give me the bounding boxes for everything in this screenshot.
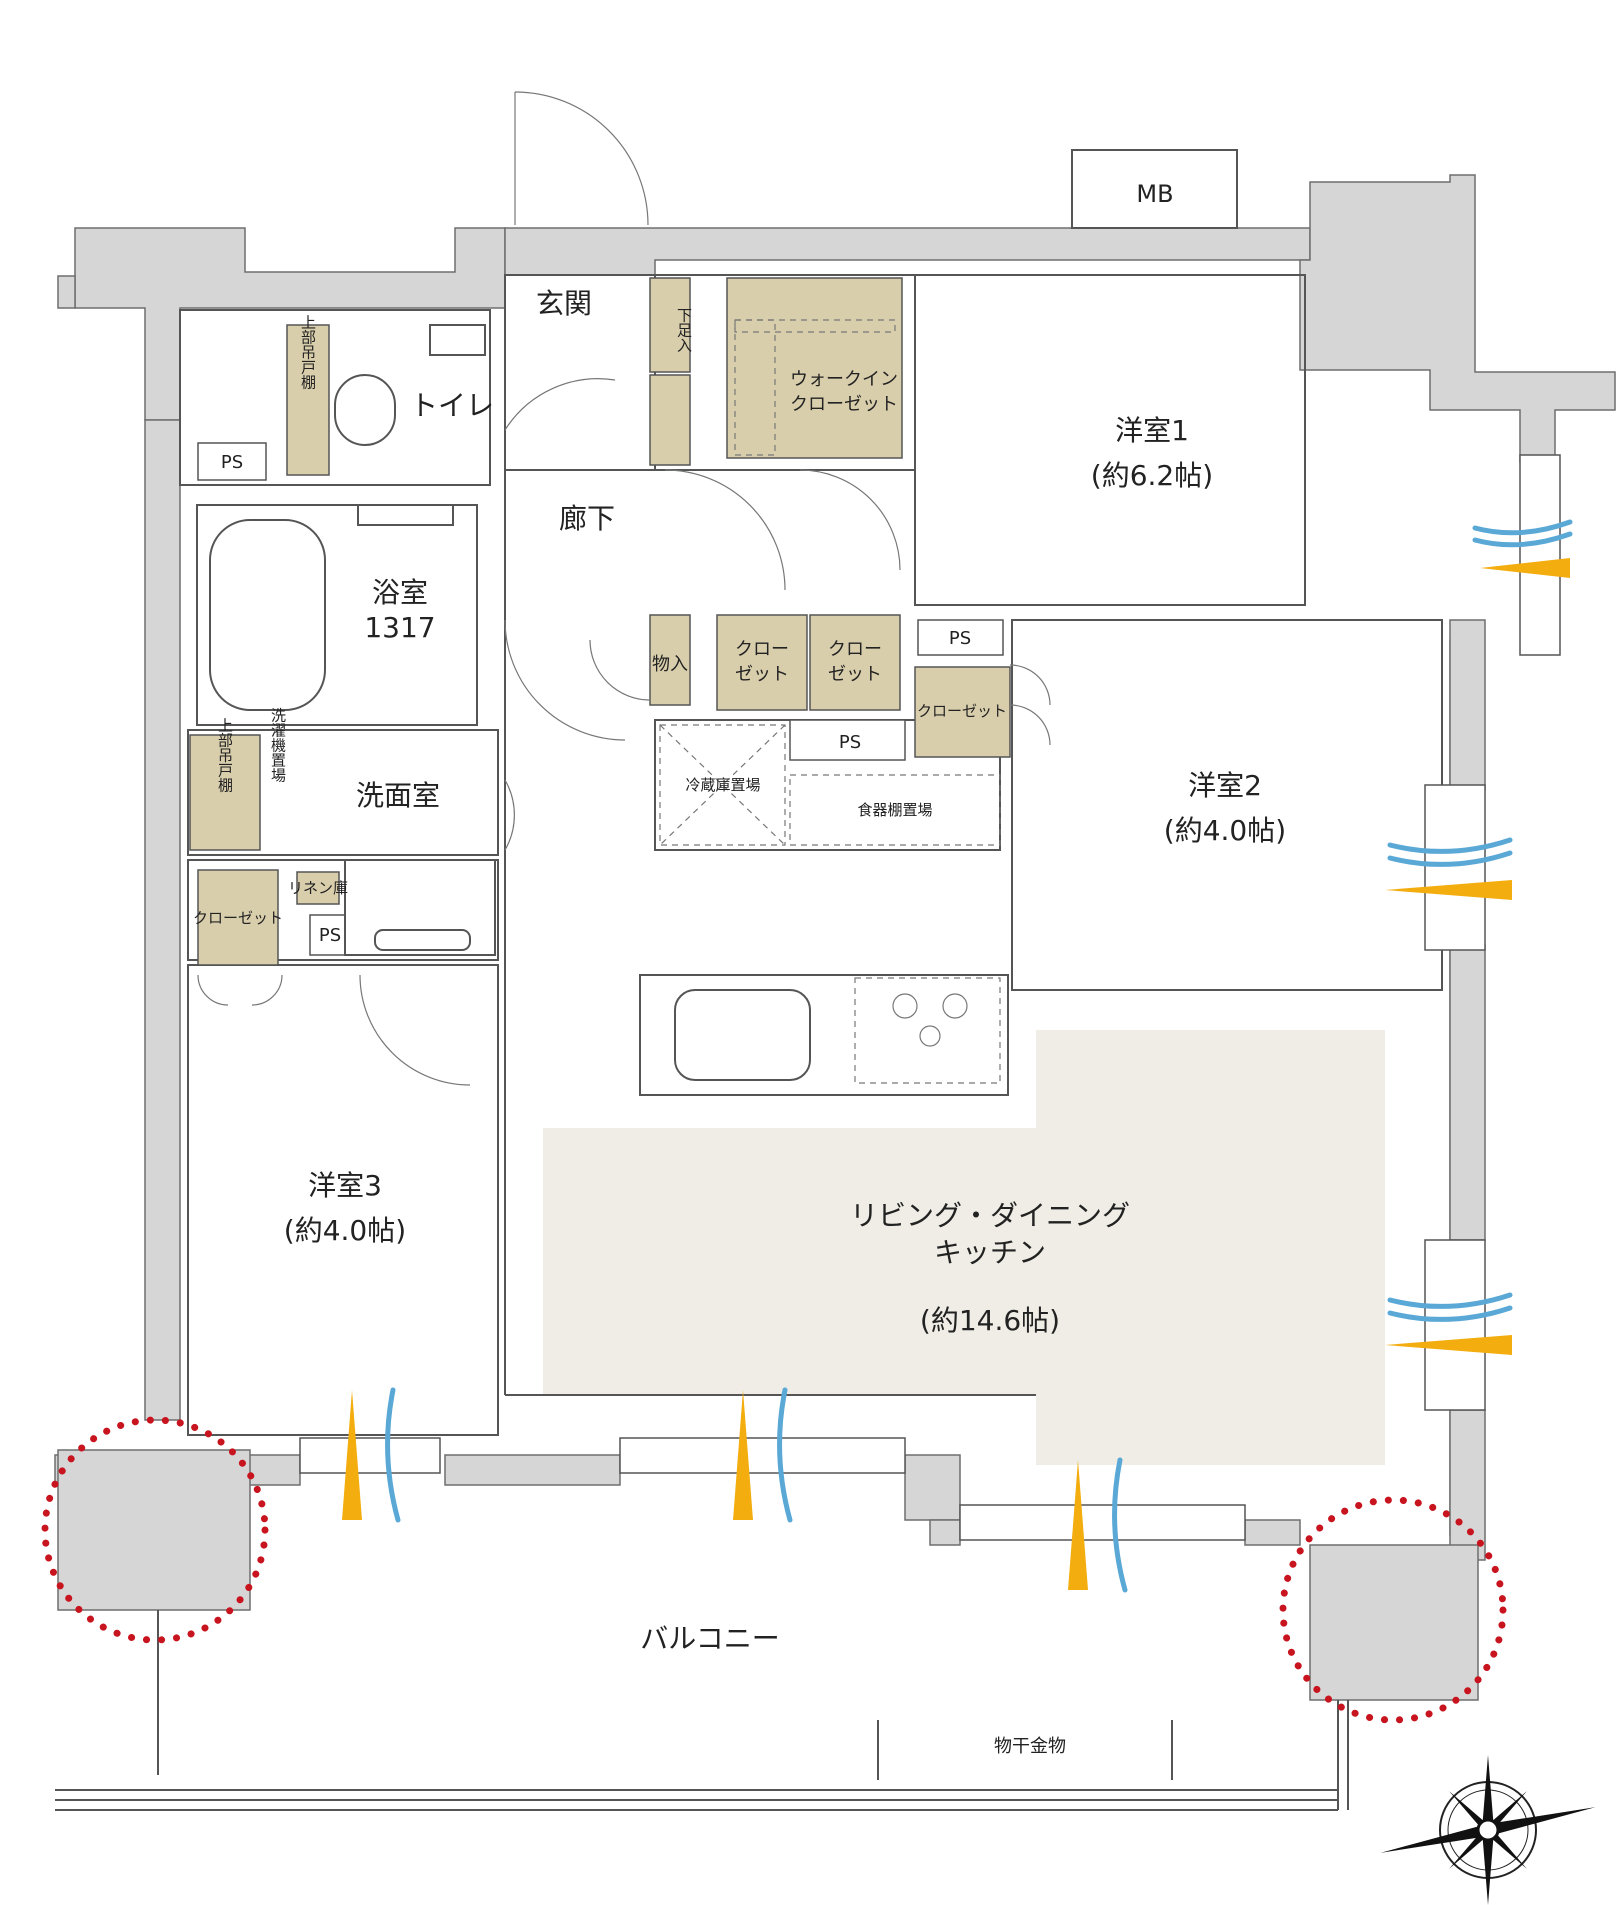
label-linen: リネン庫: [288, 879, 348, 897]
label-bath-size: 1317: [364, 611, 435, 644]
label-closet-b-2: ゼット: [828, 664, 882, 685]
label-bath: 浴室: [372, 576, 428, 609]
label-walk-in-closet-2: クローゼット: [790, 394, 898, 415]
label-fridge: 冷蔵庫置場: [685, 776, 760, 794]
balcony-rail: [55, 1610, 1349, 1811]
label-closet-b-1: クロー: [828, 639, 882, 660]
label-walk-in-closet-1: ウォークイン: [790, 369, 898, 390]
label-corridor: 廊下: [559, 502, 615, 535]
label-upper-shelf-wash: 上部吊戸棚: [216, 718, 234, 793]
label-ldk-2: キッチン: [934, 1236, 1046, 1269]
label-western2: 洋室2: [1188, 769, 1262, 802]
label-entrance: 玄関: [536, 287, 592, 320]
fixtures: [209, 319, 1001, 1084]
label-western2-size: (約4.0帖): [1164, 814, 1286, 847]
label-toilet: トイレ: [410, 389, 494, 422]
label-balcony: バルコニー: [640, 1622, 779, 1655]
label-washer: 洗濯機置場: [269, 708, 287, 783]
label-upper-shelf-toilet: 上部吊戸棚: [299, 315, 317, 390]
label-western1: 洋室1: [1115, 414, 1189, 447]
doors: [197, 91, 1051, 1086]
label-ps4: PS: [319, 925, 341, 946]
label-ldk-1: リビング・ダイニング: [850, 1199, 1130, 1232]
label-western3-size: (約4.0帖): [284, 1214, 406, 1247]
column-ring-right: [1279, 1496, 1507, 1724]
label-western1-size: (約6.2帖): [1091, 459, 1213, 492]
label-ldk-size: (約14.6帖): [920, 1304, 1060, 1337]
label-ps2: PS: [949, 628, 971, 649]
labels: MB 玄関 下足入 ウォークイン クローゼット 洋室1 (約6.2帖) トイレ …: [193, 180, 1286, 1757]
label-closet-w3: クローゼット: [193, 909, 283, 927]
label-closet-w2: クローゼット: [917, 702, 1007, 720]
label-closet-a-1: クロー: [735, 639, 789, 660]
label-washroom: 洗面室: [356, 779, 440, 812]
label-mb: MB: [1136, 180, 1173, 208]
compass-rose-icon: [1380, 1755, 1596, 1905]
windows: [299, 454, 1561, 1541]
label-drying: 物干金物: [994, 1736, 1066, 1757]
ldk-floor: [543, 1030, 1385, 1465]
column-ring-left: [41, 1416, 269, 1644]
label-western3: 洋室3: [308, 1169, 382, 1202]
label-storage: 物入: [652, 654, 688, 675]
label-ps3: PS: [839, 732, 861, 753]
label-ps1: PS: [221, 452, 243, 473]
wind-arrow-icon: [342, 519, 1573, 1593]
label-closet-a-2: ゼット: [735, 664, 789, 685]
closets: [189, 277, 1011, 966]
label-cupboard: 食器棚置場: [857, 801, 932, 819]
label-shoe-closet: 下足入: [675, 308, 693, 353]
interior-lines: [179, 274, 1443, 1436]
